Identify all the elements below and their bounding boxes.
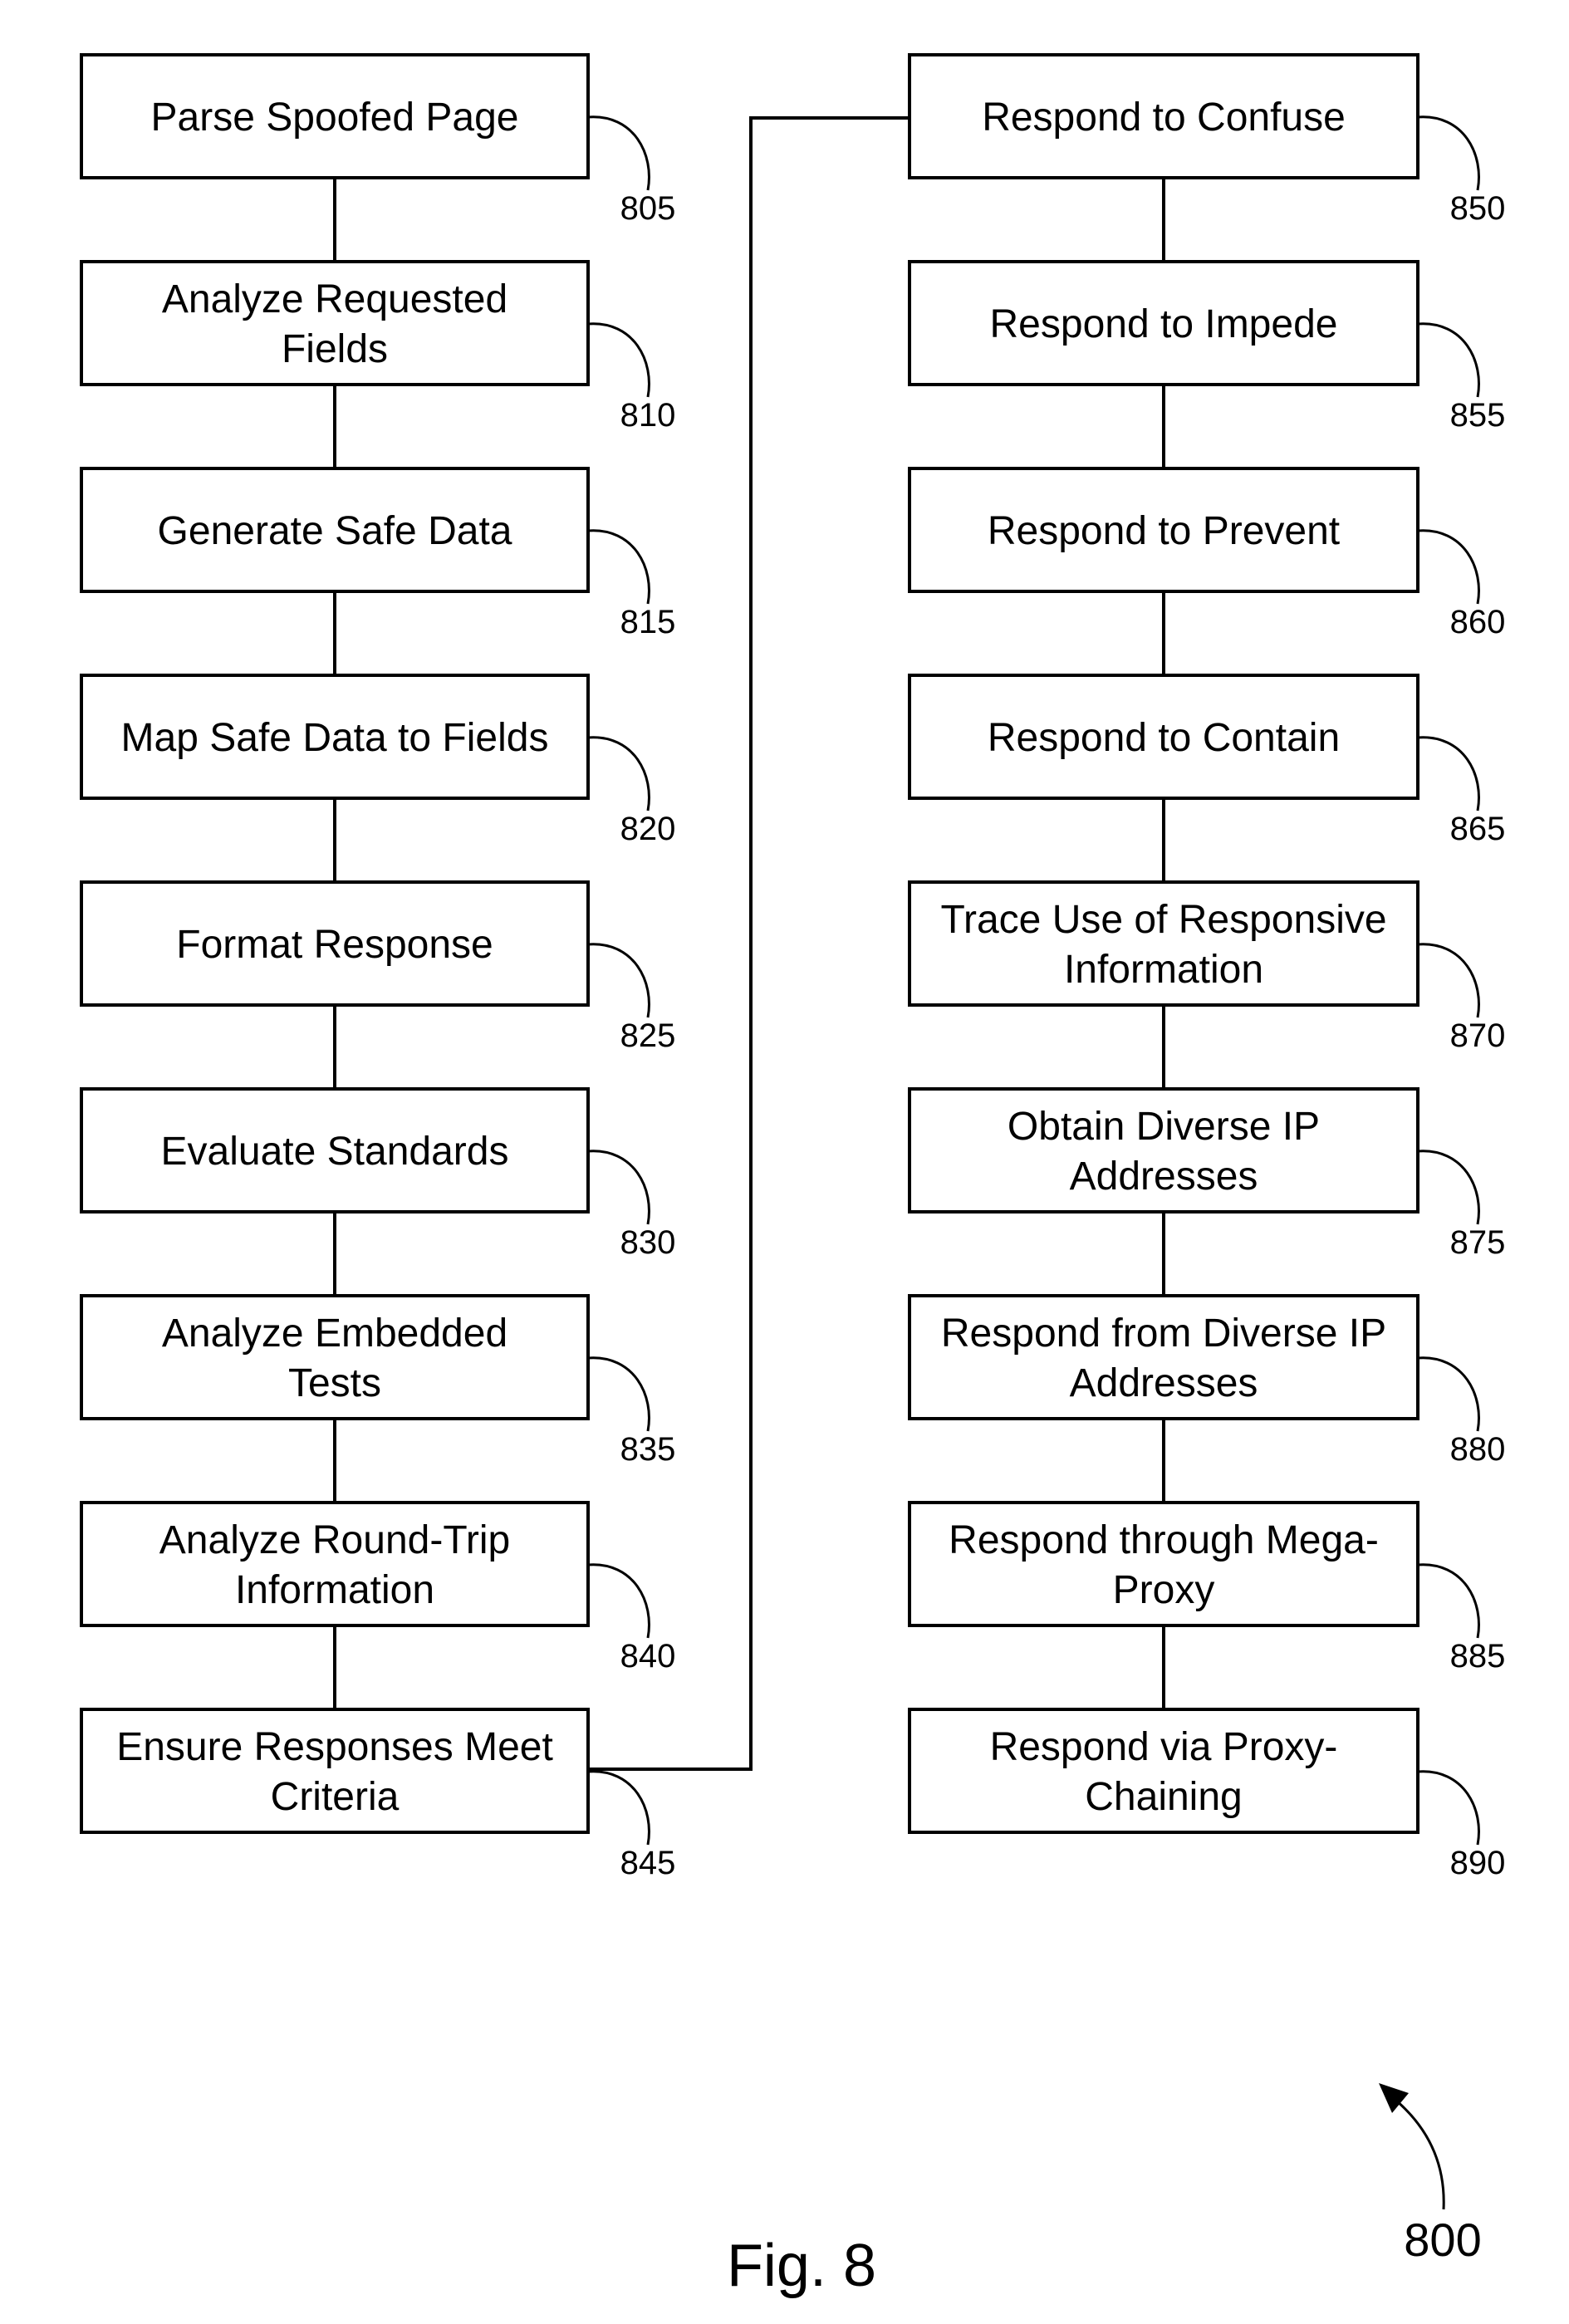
step-845: Ensure Responses MeetCriteria 845 [81, 1709, 675, 1881]
step-label-875-line-2: Addresses [1070, 1155, 1258, 1199]
leader-line-860 [1418, 531, 1478, 604]
step-875: Obtain Diverse IP Addresses 875 [910, 1089, 1505, 1261]
step-815: Generate Safe Data 815 [81, 468, 675, 640]
step-label-845-line-1: Ensure Responses Meet [116, 1725, 553, 1769]
leader-line-815 [588, 531, 649, 604]
connector-845-850 [588, 118, 910, 1769]
leader-line-805 [588, 117, 649, 190]
reference-number-850: 850 [1450, 190, 1506, 227]
reference-number-810: 810 [620, 397, 676, 434]
step-890: Respond via Proxy- Chaining 890 [910, 1709, 1505, 1881]
step-label-820-line-1: Map Safe Data to Fields [121, 716, 549, 760]
leader-line-890 [1418, 1772, 1478, 1845]
reference-number-840: 840 [620, 1638, 676, 1674]
reference-number-855: 855 [1450, 397, 1506, 434]
step-825: Format Response 825 [81, 882, 675, 1054]
reference-number-890: 890 [1450, 1845, 1506, 1881]
step-label-810-line-1: Analyze Requested [162, 277, 507, 321]
reference-number-845: 845 [620, 1845, 676, 1881]
leader-line-840 [588, 1565, 649, 1638]
step-label-805-line-1: Parse Spoofed Page [151, 96, 519, 140]
step-label-830-line-1: Evaluate Standards [161, 1130, 509, 1174]
step-870: Trace Use of ResponsiveInformation 870 [910, 882, 1505, 1054]
step-label-870-line-1: Trace Use of Responsive [940, 898, 1386, 942]
step-label-880-line-2: Addresses [1070, 1361, 1258, 1405]
leader-line-830 [588, 1151, 649, 1224]
step-label-810-line-2: Fields [282, 327, 388, 371]
leader-line-885 [1418, 1565, 1478, 1638]
reference-number-885: 885 [1450, 1638, 1506, 1674]
step-label-825-line-1: Format Response [176, 923, 493, 967]
reference-number-825: 825 [620, 1017, 676, 1054]
step-label-850-line-1: Respond to Confuse [982, 96, 1346, 140]
step-830: Evaluate Standards 830 [81, 1089, 675, 1261]
reference-number-805: 805 [620, 190, 676, 227]
step-880: Respond from Diverse IP Addresses 880 [910, 1296, 1505, 1468]
step-label-890-line-1: Respond via Proxy- [990, 1725, 1338, 1769]
figure-caption: Fig. 8 [727, 2233, 876, 2299]
step-855: Respond to Impede 855 [910, 262, 1505, 434]
leader-line-875 [1418, 1151, 1478, 1224]
step-label-885-line-1: Respond through Mega- [949, 1518, 1379, 1562]
reference-number-875: 875 [1450, 1224, 1506, 1261]
leader-line-870 [1418, 944, 1478, 1017]
step-label-880-line-1: Respond from Diverse IP [941, 1312, 1386, 1356]
step-label-855-line-1: Respond to Impede [990, 302, 1338, 346]
step-label-840-line-2: Information [235, 1568, 434, 1612]
leader-line-850 [1418, 117, 1478, 190]
leader-line-880 [1418, 1358, 1478, 1431]
reference-number-880: 880 [1450, 1431, 1506, 1468]
step-810: Analyze RequestedFields 810 [81, 262, 675, 434]
reference-number-820: 820 [620, 811, 676, 847]
reference-number-830: 830 [620, 1224, 676, 1261]
step-label-835-line-1: Analyze Embedded [162, 1312, 507, 1356]
reference-number-835: 835 [620, 1431, 676, 1468]
step-835: Analyze EmbeddedTests 835 [81, 1296, 675, 1468]
step-label-885-line-2: Proxy [1113, 1568, 1215, 1612]
step-label-875-line-1: Obtain Diverse IP [1008, 1105, 1320, 1149]
reference-number-865: 865 [1450, 811, 1506, 847]
step-805: Parse Spoofed Page 805 [81, 55, 675, 227]
step-label-840-line-1: Analyze Round-Trip [159, 1518, 510, 1562]
step-820: Map Safe Data to Fields 820 [81, 675, 675, 847]
step-label-890-line-2: Chaining [1085, 1775, 1242, 1819]
figure-reference-number: 800 [1404, 2214, 1481, 2266]
figure-reference-arrow-line [1387, 2093, 1444, 2209]
leader-line-845 [588, 1772, 649, 1845]
leader-line-855 [1418, 324, 1478, 397]
leader-line-835 [588, 1358, 649, 1431]
step-boxes: Parse Spoofed Page 805Analyze RequestedFi… [81, 55, 1505, 1881]
leader-line-825 [588, 944, 649, 1017]
step-885: Respond through Mega- Proxy 885 [910, 1503, 1505, 1674]
step-label-870-line-2: Information [1064, 948, 1263, 992]
step-label-860-line-1: Respond to Prevent [988, 509, 1340, 553]
step-865: Respond to Contain 865 [910, 675, 1505, 847]
reference-number-815: 815 [620, 604, 676, 640]
leader-line-865 [1418, 738, 1478, 811]
step-label-865-line-1: Respond to Contain [988, 716, 1340, 760]
step-840: Analyze Round-TripInformation 840 [81, 1503, 675, 1674]
reference-number-860: 860 [1450, 604, 1506, 640]
step-850: Respond to Confuse 850 [910, 55, 1505, 227]
step-label-835-line-2: Tests [288, 1361, 381, 1405]
step-label-815-line-1: Generate Safe Data [158, 509, 512, 553]
leader-line-820 [588, 738, 649, 811]
step-label-845-line-2: Criteria [271, 1775, 400, 1819]
reference-number-870: 870 [1450, 1017, 1506, 1054]
leader-line-810 [588, 324, 649, 397]
step-860: Respond to Prevent 860 [910, 468, 1505, 640]
